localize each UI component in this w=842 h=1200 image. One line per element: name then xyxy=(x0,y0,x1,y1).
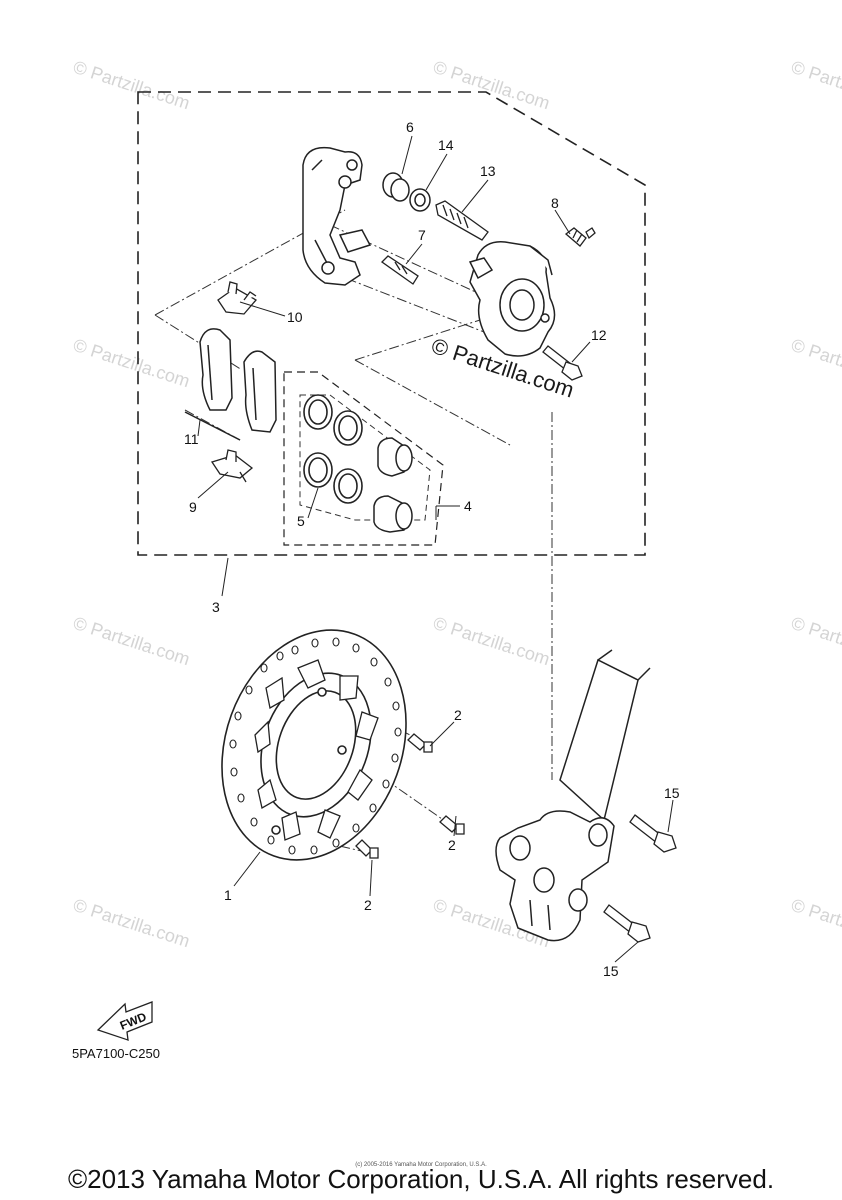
disc-screws-part-2 xyxy=(355,733,465,859)
callout-label: 4 xyxy=(464,498,472,514)
pistons-part-4 xyxy=(373,437,413,533)
callout-label: 10 xyxy=(287,309,303,325)
callout-label: 2 xyxy=(364,897,372,913)
fine-print: (c) 2005-2016 Yamaha Motor Corporation, … xyxy=(355,1162,487,1168)
fork-leg xyxy=(495,649,651,942)
watermark: © Partzilla.com xyxy=(789,613,842,670)
callout-label: 15 xyxy=(603,963,619,979)
callout-label: 2 xyxy=(448,837,456,853)
watermark: © Partzilla.com xyxy=(789,335,842,392)
copyright-notice: ©2013 Yamaha Motor Corporation, U.S.A. A… xyxy=(67,1164,775,1194)
watermark: © Partzilla.com xyxy=(71,613,193,670)
caliper-bracket xyxy=(302,146,372,286)
pin-part-7 xyxy=(380,255,419,285)
callout-label: 2 xyxy=(454,707,462,723)
pad-clip-part-9 xyxy=(210,449,254,483)
callout-labels: 6 14 13 8 7 10 12 11 9 5 4 3 2 2 2 1 15 … xyxy=(184,119,680,979)
callout-label: 8 xyxy=(551,195,559,211)
callout-label: 3 xyxy=(212,599,220,615)
pin-part-13 xyxy=(435,200,489,241)
callout-label: 5 xyxy=(297,513,305,529)
watermark: © Partzilla.com xyxy=(71,335,193,392)
watermark: © Partzilla.com xyxy=(71,895,193,952)
callout-label: 7 xyxy=(418,227,426,243)
bolts-part-15 xyxy=(603,814,677,943)
callout-label: 14 xyxy=(438,137,454,153)
seal-kit-inner-boundary xyxy=(299,394,431,521)
seal-kit-part-5 xyxy=(303,394,363,504)
leader-lines xyxy=(197,135,674,963)
diagram-code: 5PA7100-C250 xyxy=(72,1046,160,1061)
fwd-direction-badge: FWD xyxy=(96,1001,153,1041)
brake-pads-part-11 xyxy=(184,328,277,441)
assembly-boundary xyxy=(137,91,646,556)
boot-part-14 xyxy=(409,188,431,212)
watermark: © Partzilla.com xyxy=(71,57,193,114)
callout-label: 13 xyxy=(480,163,496,179)
callout-label: 6 xyxy=(406,119,414,135)
callout-label: 12 xyxy=(591,327,607,343)
bolt-part-12 xyxy=(542,345,583,381)
brake-disc-part-1 xyxy=(221,629,407,861)
watermark: © Partzilla.com xyxy=(789,57,842,114)
callout-label: 15 xyxy=(664,785,680,801)
caliper-body xyxy=(468,241,556,357)
watermark: © Partzilla.com xyxy=(431,57,553,114)
callout-label: 11 xyxy=(184,431,199,447)
bleed-screw-part-8 xyxy=(564,227,596,247)
pad-spring-part-10 xyxy=(217,281,258,315)
callout-label: 1 xyxy=(224,887,232,903)
watermark: © Partzilla.com xyxy=(789,895,842,952)
boot-part-6 xyxy=(382,172,410,202)
watermark: © Partzilla.com xyxy=(431,613,553,670)
callout-label: 9 xyxy=(189,499,197,515)
seal-kit-boundary xyxy=(283,371,444,546)
